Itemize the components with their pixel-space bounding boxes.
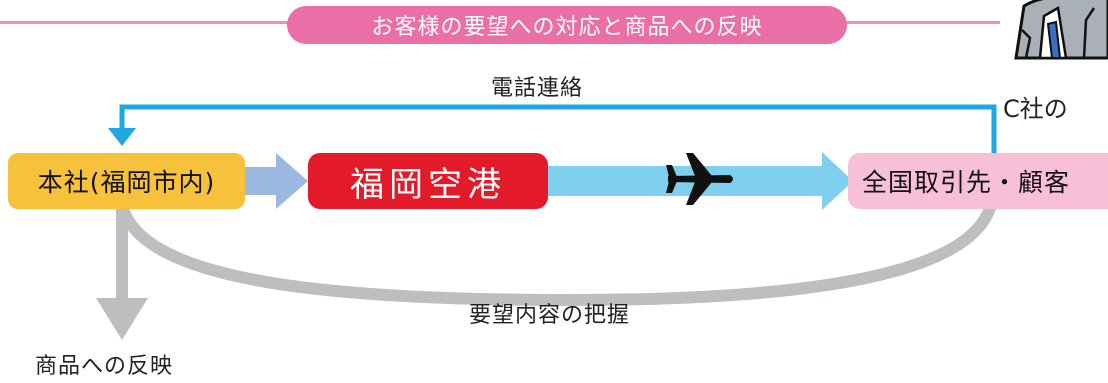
- headquarters-box: 本社(福岡市内): [8, 153, 245, 209]
- person-illustration: [1014, 0, 1108, 60]
- airplane-icon: [666, 153, 733, 205]
- company-c-label: C社の: [1003, 95, 1068, 123]
- hq-to-airport-arrow: [244, 153, 308, 209]
- phone-contact-label: 電話連絡: [491, 76, 584, 101]
- demand-grasp-curve: [116, 198, 998, 307]
- banner-title: お客様の要望への対応と商品への反映: [287, 6, 847, 44]
- reflection-arrow-head: [96, 298, 148, 340]
- product-reflection-label: 商品への反映: [35, 354, 174, 379]
- airport-box: 福岡空港: [308, 153, 548, 209]
- phone-contact-arrow-head: [108, 128, 136, 146]
- phone-contact-line: [119, 104, 997, 155]
- demand-grasp-label: 要望内容の把握: [469, 303, 631, 328]
- clients-box: 全国取引先・顧客: [848, 153, 1108, 209]
